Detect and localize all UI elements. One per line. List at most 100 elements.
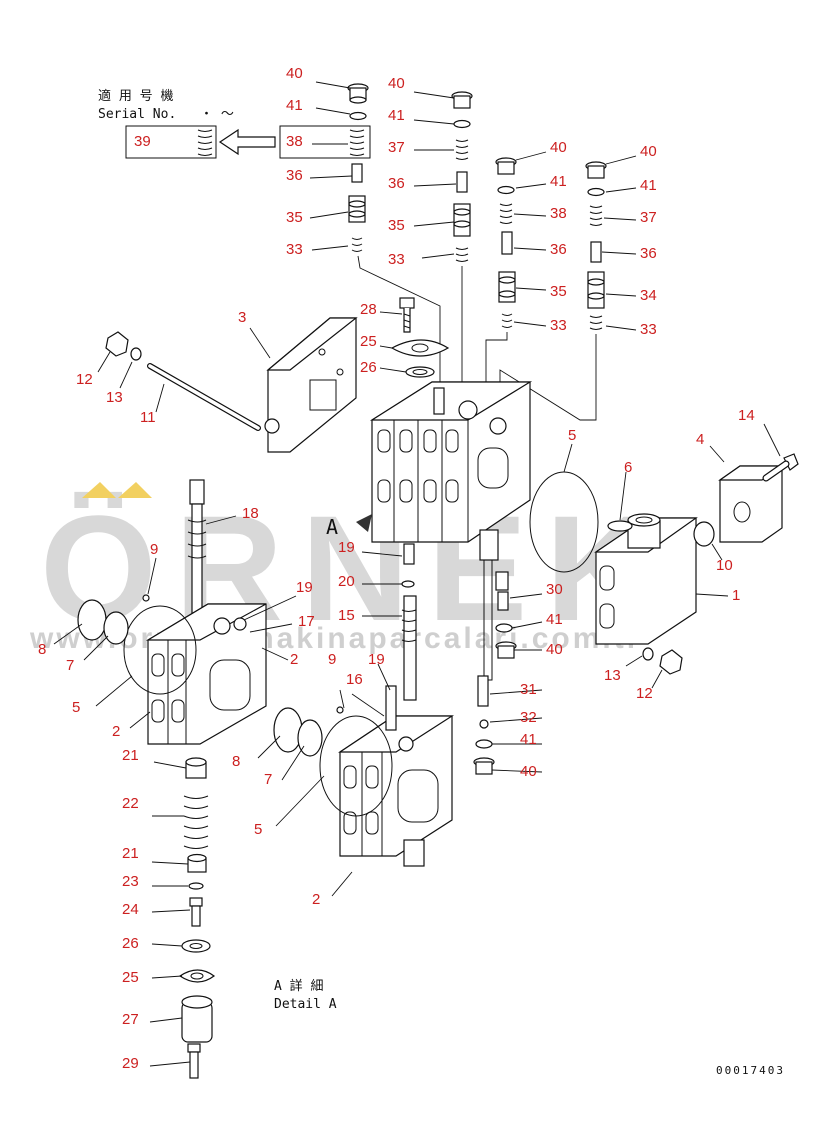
spool-15: [401, 543, 417, 701]
top-stack-d: [499, 161, 607, 421]
callout-36: 36: [388, 175, 405, 192]
callout-23: 23: [122, 873, 139, 890]
watermark-accent-right: [118, 482, 152, 498]
callout-33: 33: [388, 251, 405, 268]
backup-ring-7b: [297, 719, 323, 757]
callout-19: 19: [296, 579, 313, 596]
o-ring-10: [693, 521, 715, 547]
callout-30: 30: [546, 581, 563, 598]
callout-10: 10: [716, 557, 733, 574]
o-ring-5c: [319, 715, 393, 817]
callout-33: 33: [286, 241, 303, 258]
top-stack-b: [451, 91, 473, 400]
detail-title-en: Detail A: [274, 997, 337, 1012]
callout-15: 15: [338, 607, 355, 624]
end-cover-1: [594, 513, 698, 645]
callout-40: 40: [520, 763, 537, 780]
serial-header: 適 用 号 機 Serial No. ・ ～: [98, 88, 371, 159]
applicable-machine-label: 適 用 号 機: [98, 88, 173, 104]
nut-12b: [659, 649, 683, 675]
o-ring-8b: [273, 707, 303, 753]
o-ring-8a: [77, 599, 107, 641]
callout-38: 38: [286, 133, 303, 150]
centre-spool-stack: [473, 559, 517, 775]
spool-18: [187, 479, 207, 615]
o-ring-6: [607, 520, 633, 532]
callout-7: 7: [66, 657, 74, 674]
callout-25: 25: [360, 333, 377, 350]
callout-25: 25: [122, 969, 139, 986]
ball-9b: [336, 706, 344, 714]
callout-36: 36: [640, 245, 657, 262]
callout-33: 33: [550, 317, 567, 334]
callout-33: 33: [640, 321, 657, 338]
spring-39: [197, 129, 213, 156]
serial-box-right: [279, 125, 371, 159]
callout-6: 6: [624, 459, 632, 476]
ball-9a: [142, 594, 150, 602]
callout-41: 41: [520, 731, 537, 748]
callout-4: 4: [696, 431, 704, 448]
callout-9: 9: [150, 541, 158, 558]
callout-8: 8: [232, 753, 240, 770]
callout-32: 32: [520, 709, 537, 726]
callout-13: 13: [106, 389, 123, 406]
serial-no-label: Serial No.: [98, 107, 176, 122]
callout-5: 5: [72, 699, 80, 716]
top-stack-c: [485, 157, 517, 410]
callout-7: 7: [264, 771, 272, 788]
callout-36: 36: [550, 241, 567, 258]
callout-3: 3: [238, 309, 246, 326]
callout-41: 41: [550, 173, 567, 190]
drawing-number: 00017403: [716, 1064, 785, 1077]
callout-2: 2: [290, 651, 298, 668]
flange-4: [718, 465, 784, 543]
lower-left-stack: [178, 757, 216, 1079]
watermark-brand: ÖRNEK: [40, 484, 672, 652]
callout-26: 26: [360, 359, 377, 376]
callout-37: 37: [388, 139, 405, 156]
callout-11: 11: [140, 409, 156, 426]
watermark-accent-left: [82, 482, 116, 498]
callout-17: 17: [298, 613, 315, 630]
leader-lines: [53, 81, 781, 1067]
callout-19: 19: [368, 651, 385, 668]
callout-40: 40: [388, 75, 405, 92]
main-valve-body: [369, 381, 533, 561]
callout-20: 20: [338, 573, 355, 590]
callout-36: 36: [286, 167, 303, 184]
callout-27: 27: [122, 1011, 139, 1028]
serial-box-left: [125, 125, 217, 159]
callout-35: 35: [550, 283, 567, 300]
valve-section-2c: [338, 685, 455, 867]
view-letter-a: A: [326, 515, 338, 539]
callout-37: 37: [640, 209, 657, 226]
view-arrow-a: [356, 514, 372, 532]
callout-2: 2: [312, 891, 320, 908]
callout-21: 21: [122, 747, 139, 764]
callout-18: 18: [242, 505, 259, 522]
callouts: 40 41 38 39 36 35 33 40 41 37 36 35 33 4…: [38, 65, 755, 1072]
serial-range: ・ ～: [200, 107, 234, 122]
callout-34: 34: [640, 287, 657, 304]
callout-39: 39: [134, 133, 151, 150]
callout-35: 35: [286, 209, 303, 226]
callout-9: 9: [328, 651, 336, 668]
callout-31: 31: [520, 681, 537, 698]
detail-title-jp: A 詳 細: [274, 978, 323, 994]
callout-1: 1: [732, 587, 740, 604]
washer-13a: [130, 347, 142, 361]
callout-14: 14: [738, 407, 755, 424]
callout-41: 41: [640, 177, 657, 194]
callout-24: 24: [122, 901, 139, 918]
watermark: ÖRNEK www.ornekismakinaparcalari.com.tr: [29, 482, 672, 655]
callout-40: 40: [286, 65, 303, 82]
callout-38: 38: [550, 205, 567, 222]
callout-5: 5: [568, 427, 576, 444]
replacement-arrow: [218, 128, 276, 156]
callout-40: 40: [546, 641, 563, 658]
callout-16: 16: [346, 671, 363, 688]
bolt-flange-top: [390, 297, 450, 378]
callout-26: 26: [122, 935, 139, 952]
bolt-14: [762, 453, 799, 482]
